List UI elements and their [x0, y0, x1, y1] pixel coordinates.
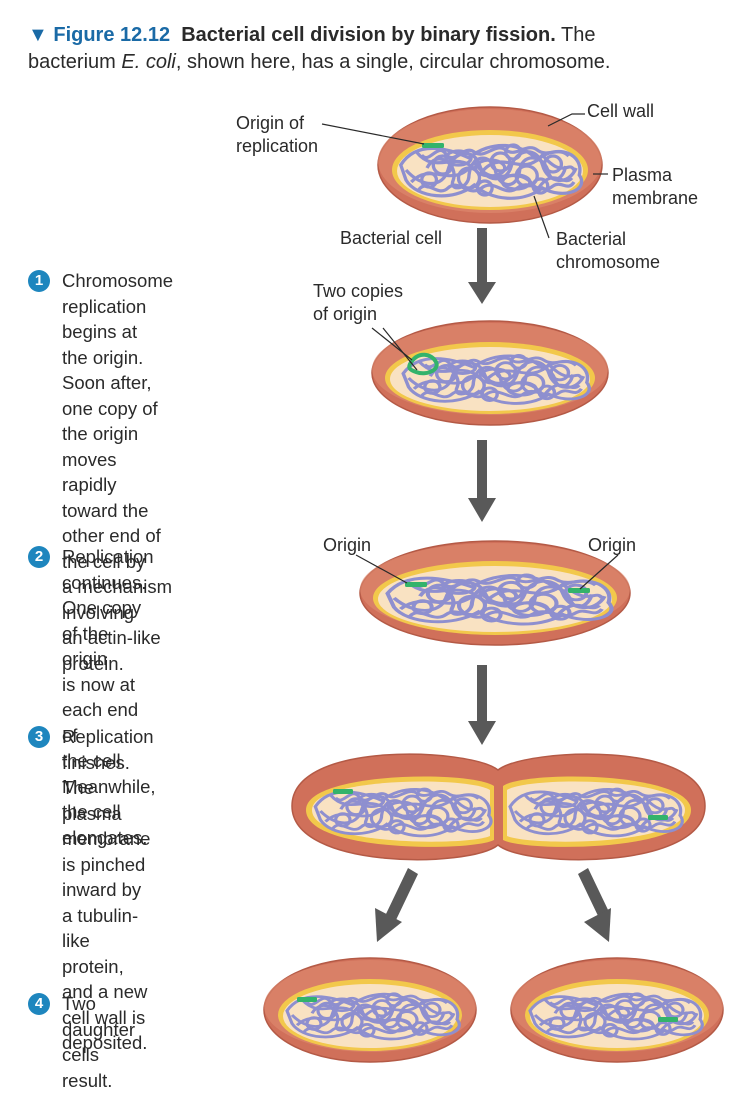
label-origin-left: Origin [323, 535, 372, 555]
step-text: Chromosome replication begins at the ori… [62, 270, 174, 674]
process-arrows [375, 228, 611, 942]
daughter-cell-left [263, 957, 477, 1063]
cell-stage-initial [377, 106, 603, 224]
label-origin-right: Origin [588, 535, 637, 555]
label-bacterial-cell: Bacterial cell [340, 228, 443, 248]
figure-title: Bacterial cell division by binary fissio… [181, 24, 556, 46]
caption-species: E. coli [121, 51, 176, 73]
caption-line-2: bacterium E. coli, shown here, has a sin… [28, 49, 718, 76]
step-text: Two daughter cells result. [62, 993, 136, 1091]
cell-stage-2 [359, 540, 631, 646]
label-two-copies-of-origin: Two copies of origin [313, 281, 404, 324]
daughter-cell-right [510, 957, 724, 1063]
arrow-down-right [578, 868, 611, 942]
step-badge: 3 [28, 726, 50, 748]
label-cell-wall: Cell wall [587, 101, 655, 121]
leader-lines [321, 113, 619, 590]
arrow-down-3 [468, 665, 496, 745]
cell-stage-1 [371, 320, 609, 426]
arrow-down-2 [468, 440, 496, 522]
label-origin-of-replication: Origin of replication [236, 113, 319, 156]
label-plasma-membrane: Plasma membrane [612, 165, 699, 208]
step-badge: 2 [28, 546, 50, 568]
figure-caption: ▼ Figure 12.12 Bacterial cell division b… [28, 22, 718, 76]
origin-marker-left [333, 789, 353, 794]
arrow-down-1 [468, 228, 496, 304]
caption-text-2: bacterium [28, 51, 116, 73]
step-text: Replication continues. One copy of the o… [62, 546, 156, 848]
origin-copies-marker [407, 352, 439, 376]
origin-marker [297, 997, 317, 1002]
origin-marker [658, 1017, 678, 1022]
caption-text-1: The [560, 24, 596, 46]
figure-number: ▼ Figure 12.12 [28, 24, 171, 46]
step-text: Replication finishes. The plasma membran… [62, 726, 154, 1053]
step-badge: 4 [28, 993, 50, 1015]
origin-marker [422, 143, 444, 148]
origin-marker-right [568, 588, 590, 593]
step-badge: 1 [28, 270, 50, 292]
origin-marker-left [405, 582, 427, 587]
caption-text-3: , shown here, has a single, circular chr… [175, 51, 611, 73]
origin-marker-right [648, 815, 668, 820]
caption-line-1: ▼ Figure 12.12 Bacterial cell division b… [28, 22, 718, 49]
arrow-down-left [375, 868, 418, 942]
label-bacterial-chromosome: Bacterial chromosome [556, 229, 661, 272]
cell-stage-3 [291, 753, 706, 861]
